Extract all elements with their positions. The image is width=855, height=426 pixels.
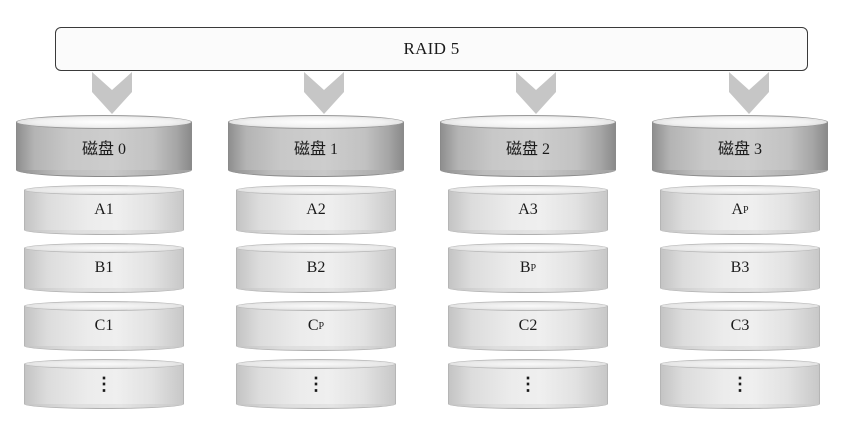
disk-0: 磁盘 0 A1 B1 C1 ⋮ xyxy=(16,115,192,415)
ellipsis-icon: ⋮ xyxy=(95,374,113,394)
down-arrow-icon xyxy=(729,72,769,114)
disk-block: ⋮ xyxy=(24,359,184,409)
disk-block: ⋮ xyxy=(236,359,396,409)
disk-cap: 磁盘 2 xyxy=(440,115,616,177)
block-label: A3 xyxy=(518,201,538,218)
disk-cap: 磁盘 3 xyxy=(652,115,828,177)
block-label: B xyxy=(519,259,531,276)
disk-block: A2 xyxy=(236,185,396,235)
disk-label: 磁盘 2 xyxy=(505,141,550,158)
down-arrow-icon xyxy=(92,72,132,114)
disk-cap: 磁盘 1 xyxy=(228,115,404,177)
raid-header-title: RAID 5 xyxy=(403,39,460,58)
down-arrow-icon xyxy=(304,72,344,114)
raid-header-box: RAID 5 xyxy=(55,27,808,71)
disk-cap: 磁盘 0 xyxy=(16,115,192,177)
block-label: C3 xyxy=(730,317,750,334)
disk-label: 磁盘 1 xyxy=(293,141,338,158)
parity-subscript: P xyxy=(318,320,325,332)
disk-block: ⋮ xyxy=(448,359,608,409)
disk-block: ⋮ xyxy=(660,359,820,409)
block-label: B2 xyxy=(306,259,326,276)
disk-label: 磁盘 0 xyxy=(81,141,126,158)
ellipsis-icon: ⋮ xyxy=(731,374,749,394)
disk-block: C1 xyxy=(24,301,184,351)
ellipsis-icon: ⋮ xyxy=(307,374,325,394)
block-label: B3 xyxy=(730,259,750,276)
ellipsis-icon: ⋮ xyxy=(519,374,537,394)
block-label: A1 xyxy=(94,201,114,218)
disk-block: B3 xyxy=(660,243,820,293)
disk-block: C2 xyxy=(448,301,608,351)
disk-label: 磁盘 3 xyxy=(717,141,762,158)
disk-block: B2 xyxy=(236,243,396,293)
block-label: C1 xyxy=(94,317,114,334)
down-arrow-icon xyxy=(516,72,556,114)
block-label: C xyxy=(307,317,319,334)
disk-block: C3 xyxy=(660,301,820,351)
disk-block: A1 xyxy=(24,185,184,235)
disk-block: B1 xyxy=(24,243,184,293)
block-label: A2 xyxy=(306,201,326,218)
parity-subscript: P xyxy=(530,262,537,274)
block-label: B1 xyxy=(94,259,114,276)
disk-block: A3 xyxy=(448,185,608,235)
block-label: A xyxy=(731,201,743,218)
parity-subscript: P xyxy=(743,204,749,216)
block-label: C2 xyxy=(518,317,538,334)
